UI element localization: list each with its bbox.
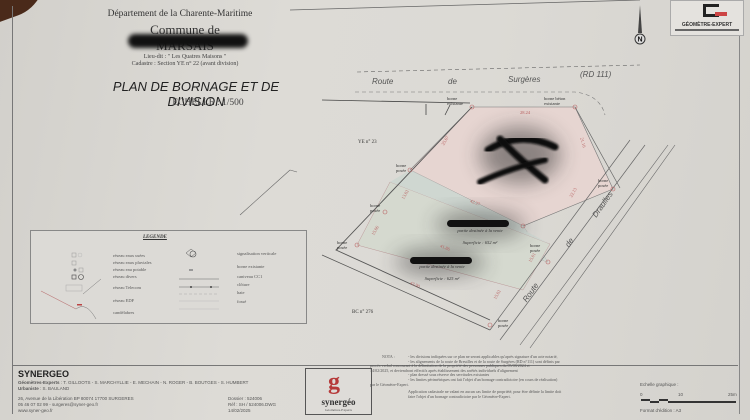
lot-bottom-label: partie destinée à la vente [419,264,465,269]
nota-block: NOTA : - les divisions indiquées sur ce … [370,354,630,399]
urbaniste-name: : S. BAULAND [40,386,70,391]
logo-text: GÉOMÈTRE-EXPERT [681,22,733,28]
legend-item: fossé [237,299,247,304]
contact: 05 46 07 02 99 - surgeres@syner-geo.fr [18,402,99,407]
lot-middle-area: Superficie : 652 m² [462,240,498,245]
legend-item: haie [237,290,245,295]
borne-beton-label: borne béton existante [544,96,566,106]
company-name: SYNERGEO [18,369,70,379]
cadastre: Cadastre : Section YE n° 22 (avant divis… [131,61,239,67]
legend-item: clôture [237,282,250,287]
lot-bottom-area: Superficie : 625 m² [424,276,460,281]
road-label-top-4: (RD 111) [580,70,612,79]
dimension: 28.24 [520,110,531,115]
legend-item: candélabres [113,310,135,315]
experts-list: : T. GILLOOTS - S. MARCHYLLIE - E. MECHA… [60,380,249,385]
borne-posee-label: borne posée [498,318,509,328]
scale-tick: 0 [640,392,643,397]
lot-middle-label: partie destinée à la vente [457,228,503,233]
dossier: Dossier : 524006 [228,396,263,401]
parcel-bc276: BC n° 276 [352,310,374,315]
north-arrow-icon: N [634,5,646,45]
sheet-frame [12,6,740,414]
lieu-dit: Lieu-dit : " Les Quatres Maisons " [143,54,227,60]
scale-tick: 25m [728,392,737,397]
edition-format: Format d'édition : A3 [640,408,682,413]
nota-label: NOTA : [382,354,395,359]
legend-item: réseau divers [113,274,137,279]
title-block: SYNERGEO Géomètres-Experts : T. GILLOOTS… [12,365,738,416]
nota-line: par le Géomètre-Expert. [370,381,409,387]
nota-line: - les divisions indiquées sur ce plan ne… [408,354,558,359]
scale-tick: 10 [678,392,684,397]
redaction-mark [128,34,248,48]
road-label-top-1: Route [372,77,394,86]
logo-underline [675,29,739,31]
parcel-ye23: YE n° 23 [358,140,377,145]
scale-text: ECHELLE : 1/500 [172,98,244,108]
department: Département de la Charente-Maritime [107,9,253,19]
nota-line: procès-verbal concourant à la délimitati… [370,363,530,369]
legend: LEGENDE réseau eaux usées ré [30,230,307,324]
urbaniste-label: Urbaniste [18,386,39,391]
legend-title: LEGENDE [143,235,167,240]
legend-item: réseau eaux pluviales [113,260,152,265]
logo-letter: g [328,369,340,395]
synergeo-logo: g synergéo Géomètres-Experts [305,368,372,415]
nota-line: - les limites périmétriques ont fait l'o… [408,376,558,382]
borne-posee-label: borne posée [337,240,348,250]
legend-item: réseau EDF [113,298,135,303]
borne-existante-label: borne existante [447,96,463,106]
borne-posee-label: borne posée [370,203,381,213]
experts-label: Géomètres-Experts [18,380,60,385]
legend-item: réseau eau potable [113,267,147,272]
legend-item: réseau eaux usées [113,253,145,258]
road-label-top-2: de [448,77,457,86]
legend-item: signalisation verticale [237,251,277,256]
nota-application: Application cadastrale ne valant en aucu… [408,389,562,399]
scale-label: Echelle graphique : [640,382,679,387]
address: 26, Avenue de la Libération BP 80074 177… [18,396,134,401]
scale-bar [641,399,736,403]
legend-symbols [40,248,219,320]
borne-posee-label: borne posée [598,178,609,188]
nota-line: - plan dressé sous réserve des servitude… [408,372,490,378]
svg-text:N: N [637,37,642,44]
page-title: PLAN DE BORNAGE ET DE DIVISION [112,79,280,109]
date: 14/02/2025 [228,408,251,413]
logo-subtitle: Géomètres-Experts [324,408,353,412]
geometre-expert-logo: GÉOMÈTRE-EXPERT [670,0,744,36]
logo-mark-icon [703,4,719,17]
website-link[interactable]: www.syner-geo.fr [18,408,53,413]
logo-accent [715,12,727,16]
road-label-top-3: Surgères [508,75,541,84]
legend-item: borne existante [237,264,265,269]
legend-item: réseau Telecom [113,285,141,290]
borne-posee-label: borne posée [530,243,541,253]
reference: Réf : SH / 524006.DWG [228,402,277,407]
legend-item: caniveau CC1 [237,274,263,279]
logo-name: synergéo [321,397,356,407]
nota-line: 14/02/2025, et deviendront effectifs apr… [370,367,518,373]
nota-line: - les alignements de la route de Breuill… [408,358,560,364]
borne-posee-label: borne posée [396,163,407,173]
